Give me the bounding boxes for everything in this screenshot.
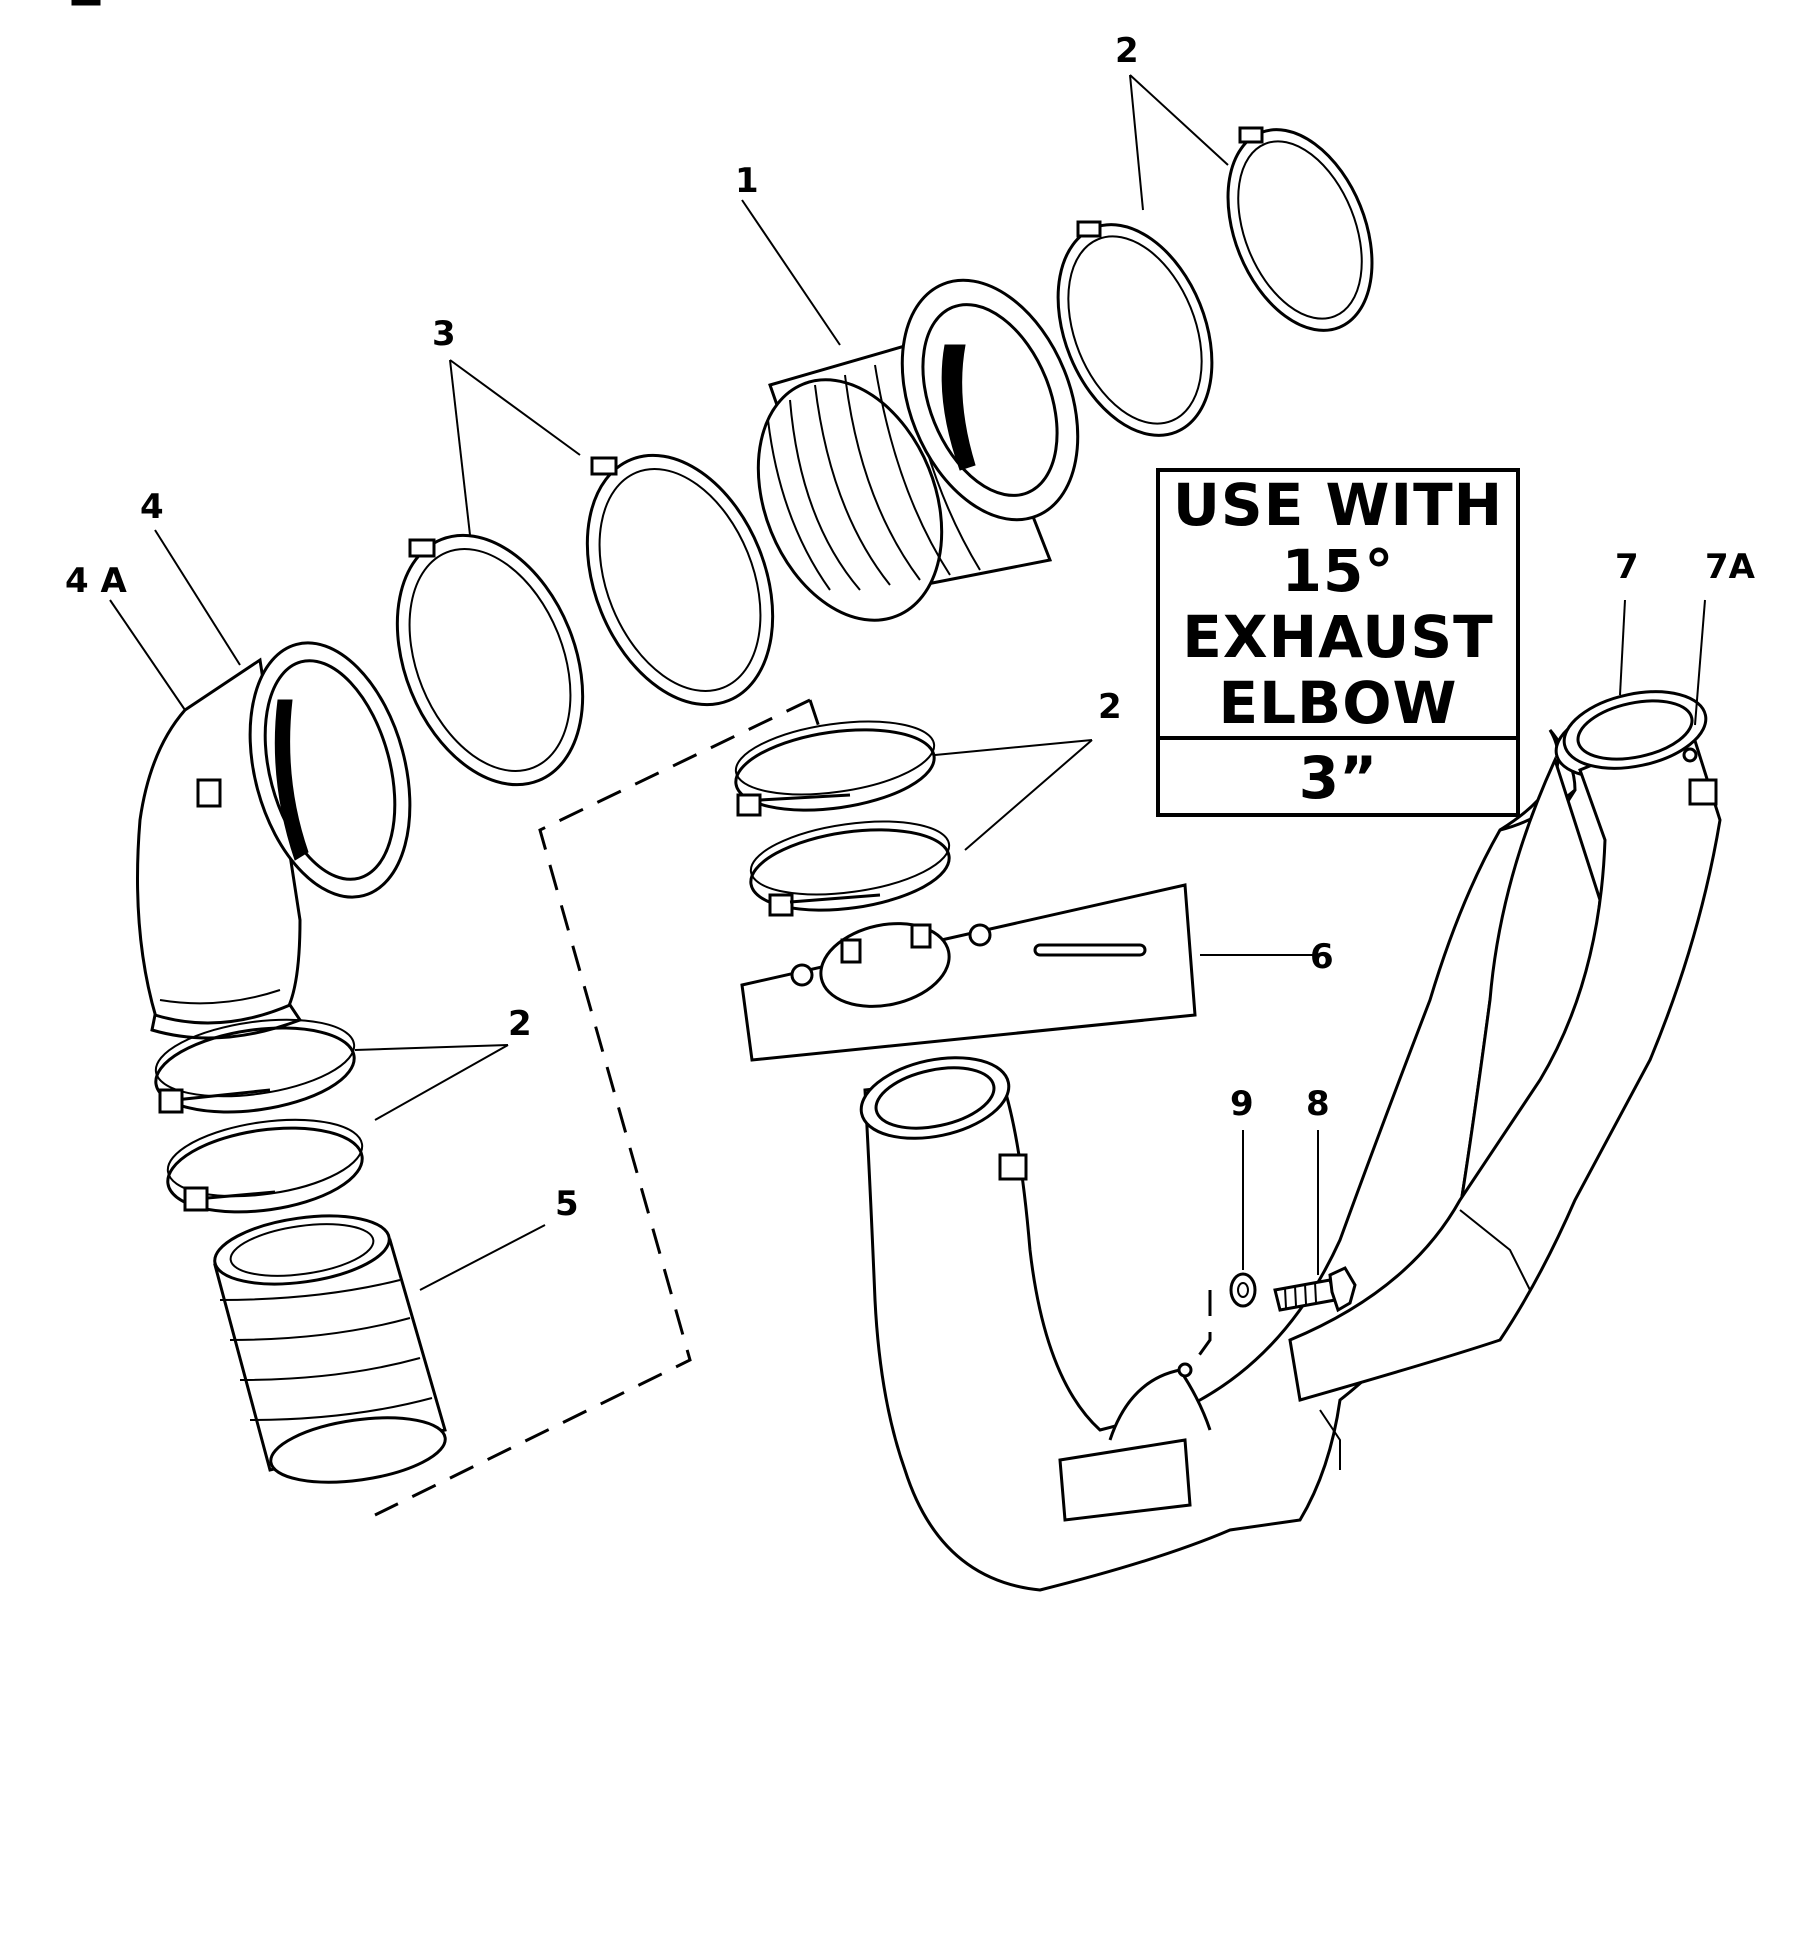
leader-lines — [109, 74, 1706, 1291]
callout-3: 3 — [432, 314, 456, 354]
exhaust-pipe-icon — [859, 690, 1722, 1592]
callout-7a: 7A — [1705, 547, 1756, 587]
callout-2-top: 2 — [1115, 31, 1139, 71]
note-line-3: EXHAUST — [1182, 603, 1494, 671]
callout-labels: 1 2 3 4 4 A 2 6 7 7A 2 5 9 8 — [65, 31, 1756, 1224]
callout-6: 6 — [1310, 937, 1334, 977]
callout-1: 1 — [735, 161, 759, 201]
exhaust-elbow-icon — [136, 641, 412, 1040]
hose-clamp-icon — [734, 720, 951, 917]
bolt-icon — [1273, 1266, 1357, 1313]
callout-7: 7 — [1615, 547, 1639, 587]
hose-clamp-icon — [1056, 126, 1374, 437]
callout-9: 9 — [1230, 1084, 1254, 1124]
callout-4a: 4 A — [65, 561, 127, 601]
corner-mark — [71, 0, 101, 6]
callout-4: 4 — [140, 487, 164, 527]
hose-clamp-icon — [154, 1018, 364, 1214]
note-box — [1156, 468, 1520, 817]
note-line-2: 15° — [1281, 537, 1395, 605]
gasket-plate-icon — [740, 883, 1197, 1062]
note-usage-text: USE WITH 15° EXHAUST ELBOW — [1160, 472, 1516, 736]
callout-5: 5 — [555, 1184, 579, 1224]
hose-icon — [213, 1214, 447, 1484]
washer-icon — [1229, 1272, 1257, 1308]
note-size: 3” — [1298, 744, 1378, 812]
note-line-1: USE WITH — [1172, 471, 1504, 539]
callout-8: 8 — [1306, 1084, 1330, 1124]
callout-2-middle: 2 — [1098, 687, 1122, 727]
hose-clamp-icon — [395, 453, 775, 787]
assembly-dashed-lines — [374, 698, 1212, 1517]
note-line-4: ELBOW — [1218, 669, 1458, 737]
bellows-icon — [756, 278, 1080, 622]
callout-2-left: 2 — [508, 1004, 532, 1044]
